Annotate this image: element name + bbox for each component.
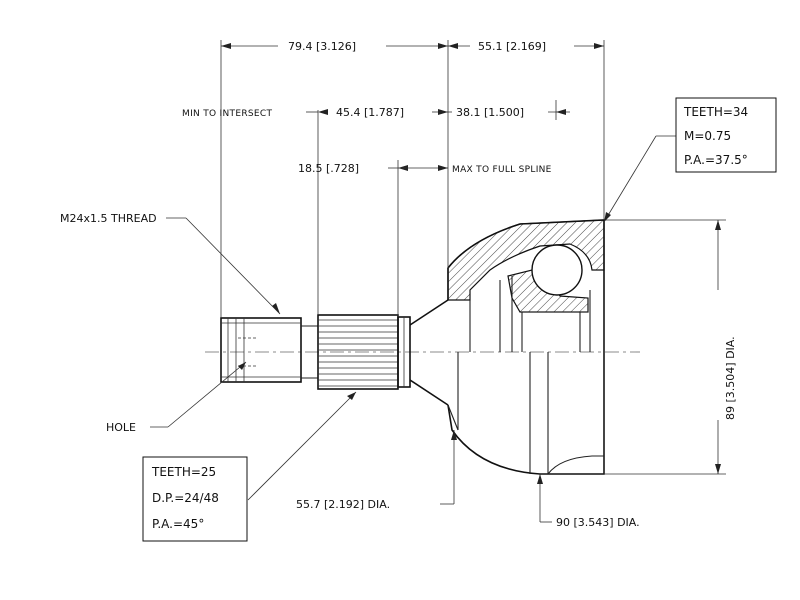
outer-diametral-pitch: D.P.=24/48 <box>152 491 219 505</box>
shaft-stub <box>220 299 449 406</box>
inner-pressure-angle: P.A.=37.5° <box>684 153 748 167</box>
inner-teeth: TEETH=34 <box>683 105 748 119</box>
outer-pressure-angle: P.A.=45° <box>152 517 204 531</box>
spline-teeth <box>318 319 398 387</box>
inner-module: M=0.75 <box>684 129 731 143</box>
outer-teeth: TEETH=25 <box>151 465 216 479</box>
bell-housing <box>447 219 605 475</box>
dim-overall-right: 55.1 [2.169] <box>478 40 546 53</box>
dim-min-intersect-label: MIN TO INTERSECT <box>182 109 272 119</box>
leader-lines <box>150 135 676 501</box>
dim-bell-dia: 90 [3.543] DIA. <box>556 516 640 529</box>
callout-thread: M24x1.5 THREAD <box>60 212 157 225</box>
callout-hole: HOLE <box>106 421 136 434</box>
dim-overall-left: 79.4 [3.126] <box>288 40 356 53</box>
ball-icon <box>531 244 583 296</box>
spline-box-inner: TEETH=34 M=0.75 P.A.=37.5° <box>675 97 777 173</box>
dim-outer-dia: 89 [3.504] DIA. <box>724 336 737 420</box>
dimension-lines <box>220 40 726 523</box>
spline-box-outer: TEETH=25 D.P.=24/48 P.A.=45° <box>142 456 248 542</box>
dim-spline-length: 18.5 [.728] <box>298 162 359 175</box>
dim-neck-dia: 55.7 [2.192] DIA. <box>296 498 390 511</box>
dim-max-full-spline: MAX TO FULL SPLINE <box>452 165 552 175</box>
dim-min-intersect-value: 45.4 [1.787] <box>336 106 404 119</box>
dim-right-inner: 38.1 [1.500] <box>456 106 524 119</box>
